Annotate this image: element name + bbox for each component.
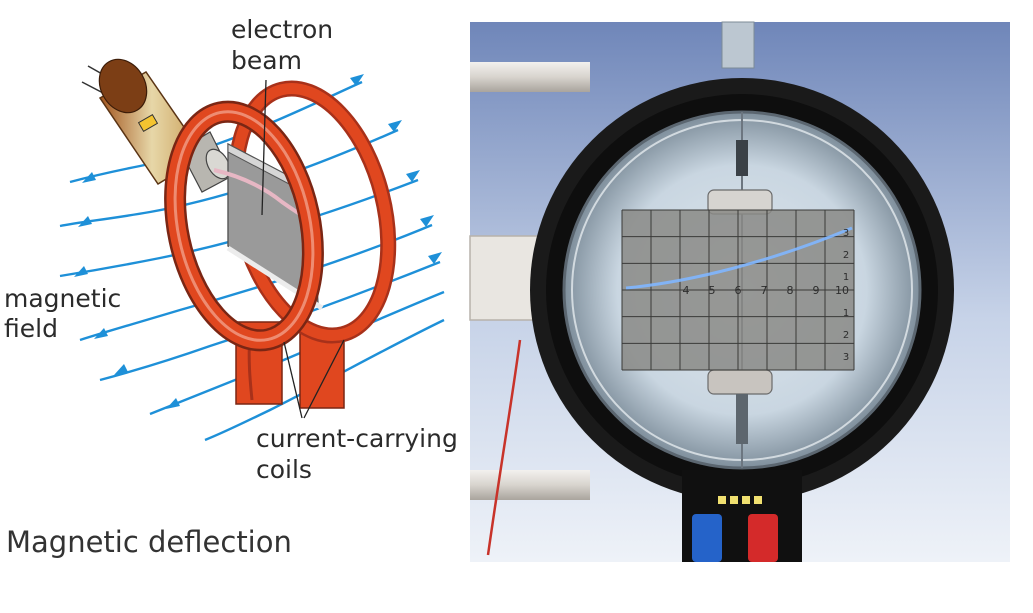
label-electron: electron xyxy=(231,15,334,44)
arrowhead xyxy=(388,120,402,132)
label-coils: coils xyxy=(256,455,312,484)
neck-housing xyxy=(469,235,541,321)
magnetic-deflection-diagram xyxy=(59,58,445,442)
grid-label-v: 2 xyxy=(843,330,849,341)
field-line xyxy=(204,318,445,442)
bottom-electrode-rod xyxy=(736,394,748,444)
grid-label-v: 1 xyxy=(843,272,849,283)
top-electrode-rod xyxy=(736,140,748,176)
arrowhead xyxy=(166,398,180,409)
top-neck xyxy=(721,21,755,69)
grid-label-h: 8 xyxy=(787,284,794,297)
arrowhead xyxy=(114,364,128,375)
label-current-carrying: current-carrying xyxy=(256,424,458,453)
arrowhead xyxy=(428,252,442,264)
support-bar-top xyxy=(470,62,590,92)
arrowhead xyxy=(350,74,364,86)
label-magnetic: magnetic xyxy=(4,284,122,313)
label-leaders xyxy=(261,79,345,419)
figure-caption: Magnetic deflection xyxy=(6,525,292,559)
grid-label-v: 3 xyxy=(843,352,849,363)
arrowhead xyxy=(420,215,434,227)
grid-label-h: 4 xyxy=(683,284,690,297)
arrowhead xyxy=(74,266,88,277)
bottom-plate xyxy=(707,369,773,395)
crt-photo: 4 5 6 7 8 9 10 3 2 1 1 2 3 xyxy=(469,21,1010,562)
blue-connector xyxy=(692,514,722,562)
label-field: field xyxy=(4,314,58,343)
arrowhead xyxy=(82,172,96,183)
field-arrowheads xyxy=(74,74,442,409)
label-beam: beam xyxy=(231,46,302,75)
arrowhead xyxy=(78,216,92,227)
deflected-beam-trace xyxy=(625,226,853,290)
graticule-screen: 4 5 6 7 8 9 10 3 2 1 1 2 3 xyxy=(621,209,855,371)
grid-label-h: 10 xyxy=(835,284,849,297)
grid-label-h: 7 xyxy=(761,284,768,297)
grid-label-h: 6 xyxy=(735,284,742,297)
grid-label-h: 9 xyxy=(813,284,820,297)
arrowhead xyxy=(406,170,420,182)
red-wire xyxy=(486,339,522,556)
grid-label-v: 3 xyxy=(843,228,849,239)
grid-label-v: 2 xyxy=(843,250,849,261)
connector-panel xyxy=(682,470,802,562)
arrowhead xyxy=(94,328,108,339)
grid-label-h: 5 xyxy=(709,284,716,297)
red-connector xyxy=(748,514,778,562)
support-bar-bottom xyxy=(470,470,590,500)
front-coil xyxy=(164,100,324,405)
grid-label-v: 1 xyxy=(843,308,849,319)
